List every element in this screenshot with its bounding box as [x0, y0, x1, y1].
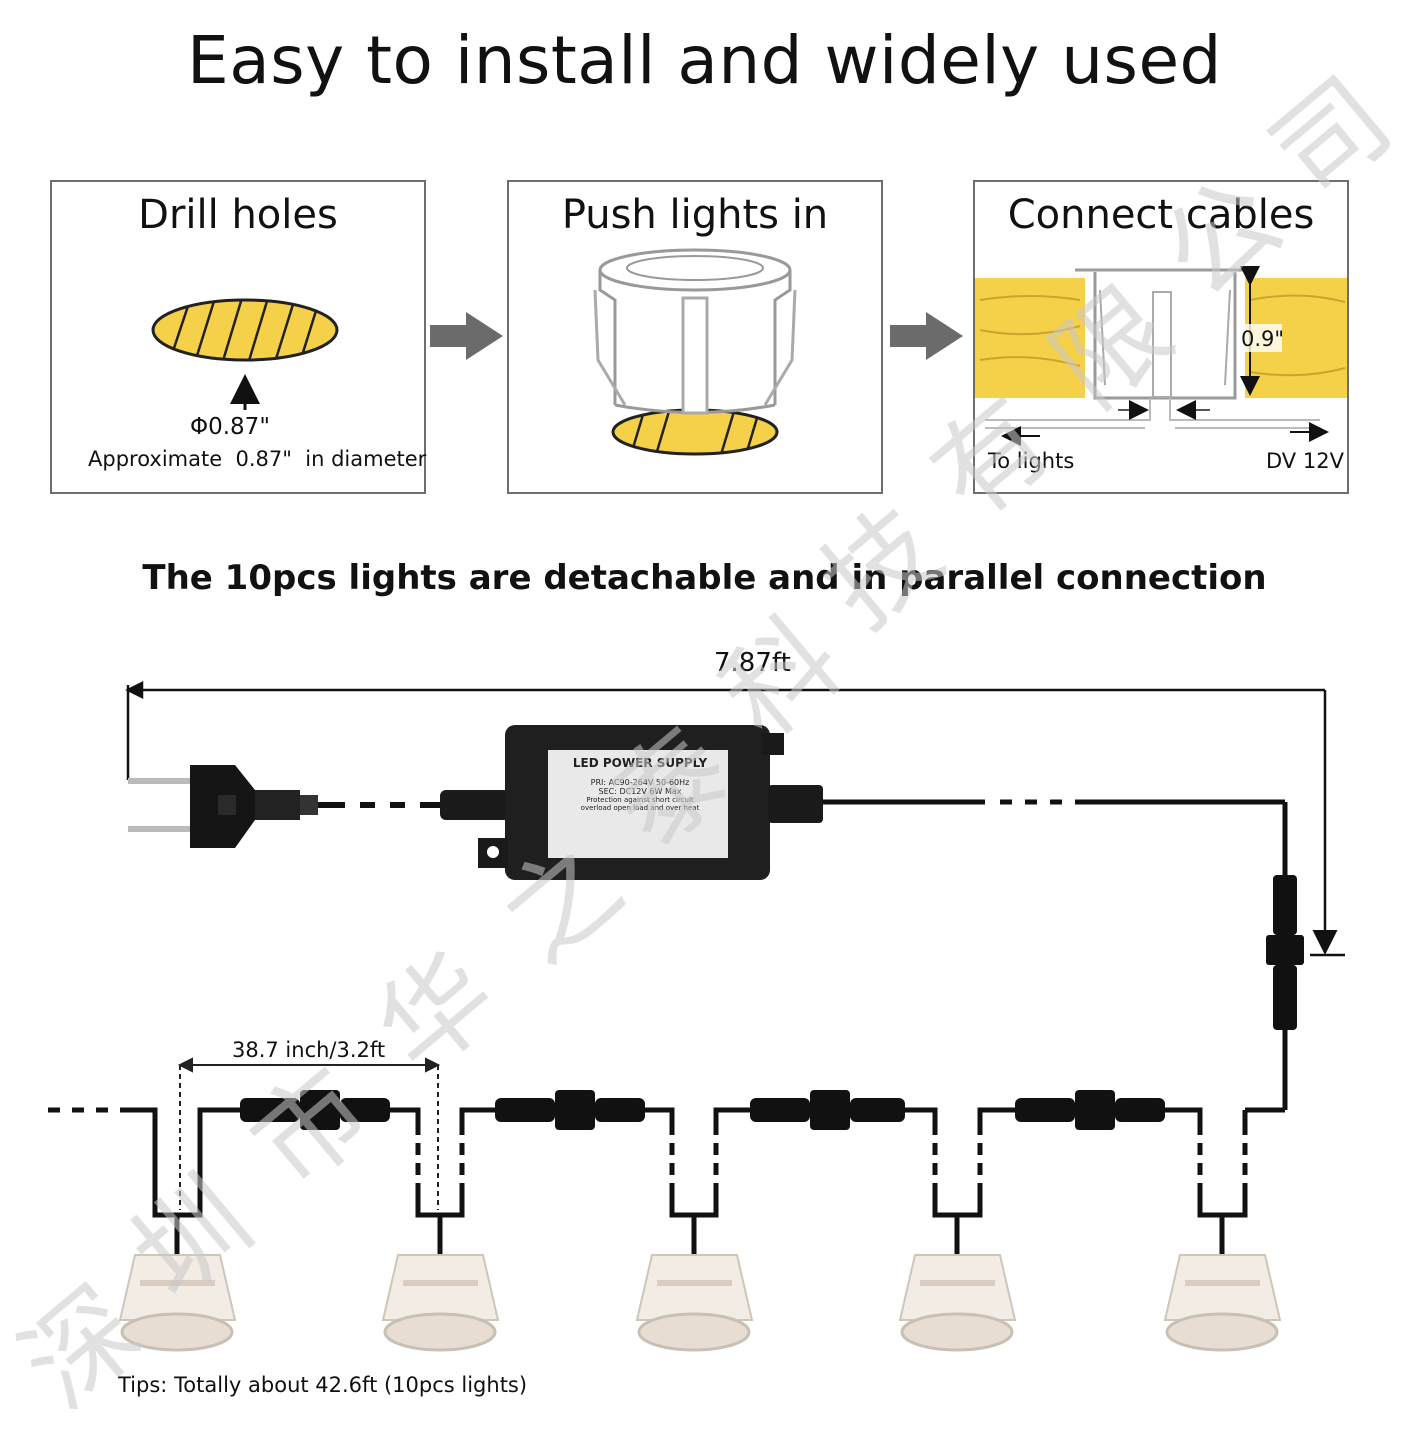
step-arrow-1 — [430, 312, 503, 360]
light-fixture-2 — [381, 1254, 500, 1352]
light-fixture-4 — [898, 1254, 1017, 1352]
drill-hole-illustration — [151, 298, 339, 410]
power-supply-box — [440, 725, 823, 880]
power-supply-line-2: SEC: DC12V 6W Max — [598, 787, 682, 796]
light-fixture-5 — [1163, 1254, 1282, 1352]
vertical-connector — [1266, 875, 1304, 1030]
connector-2 — [495, 1090, 645, 1130]
connector-3 — [750, 1090, 905, 1130]
step-title: Drill holes — [138, 192, 338, 238]
light-fixture-3 — [635, 1254, 754, 1352]
connector-1 — [240, 1090, 390, 1130]
power-supply-line-4: overload open load and over heat — [580, 804, 700, 812]
connect-cables-illustration — [975, 266, 1347, 446]
spacing-label: 38.7 inch/3.2ft — [232, 1038, 386, 1062]
power-supply-heading: LED POWER SUPPLY — [572, 756, 708, 770]
light-fixture-1 — [118, 1254, 237, 1352]
spacing-dimension — [177, 1057, 441, 1210]
to-lights-label: To lights — [988, 449, 1075, 473]
depth-label: 0.9" — [1241, 327, 1285, 351]
cable-length-label: 7.87ft — [714, 648, 791, 678]
dc-cable — [823, 799, 1288, 1113]
push-light-illustration — [593, 248, 797, 456]
power-supply-line-3: Protection against short circuit — [586, 796, 694, 804]
inline-connectors — [240, 1090, 1165, 1130]
dash-gaps — [413, 1135, 1252, 1183]
step-arrow-2 — [890, 312, 963, 360]
light-fixtures — [118, 1254, 1282, 1352]
tips-label: Tips: Totally about 42.6ft (10pcs lights… — [118, 1373, 528, 1397]
drill-diameter-label: Φ0.87" — [190, 414, 270, 440]
dv-12v-label: DV 12V — [1266, 449, 1344, 473]
step-title: Connect cables — [1007, 192, 1315, 238]
section-subtitle: The 10pcs lights are detachable and in p… — [142, 558, 1267, 598]
power-supply-line-1: PRI: AC90-264V 50-60Hz — [590, 778, 690, 787]
power-supply-label: LED POWER SUPPLY PRI: AC90-264V 50-60Hz … — [552, 756, 728, 812]
page-title: Easy to install and widely used — [187, 22, 1222, 99]
step-title: Push lights in — [561, 192, 829, 238]
cable-length-dimension — [125, 680, 1345, 957]
drill-note-label: Approximate 0.87" in diameter — [88, 447, 427, 471]
power-plug — [128, 765, 318, 848]
connector-4 — [1015, 1090, 1165, 1130]
